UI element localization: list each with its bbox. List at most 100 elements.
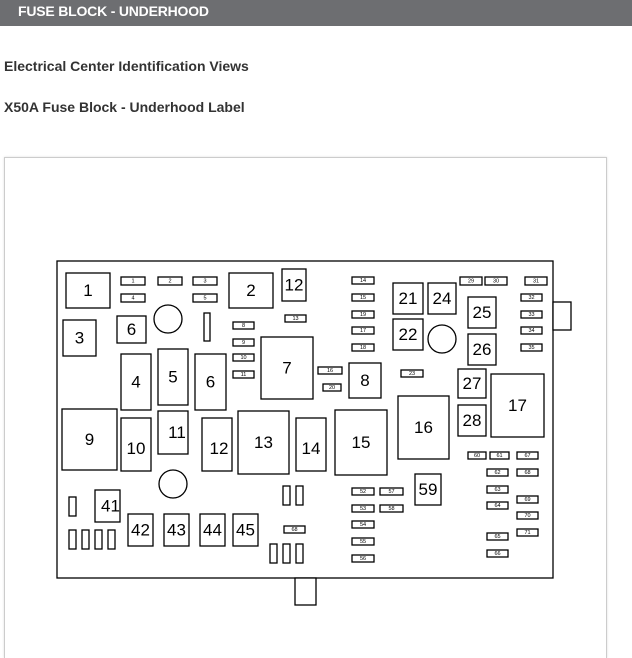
fuse-label-f-8: 8 bbox=[360, 371, 369, 390]
mini-fuse-label-71: 71 bbox=[524, 530, 530, 536]
mini-fuse-33 bbox=[520, 310, 543, 319]
fuse-label-f-43: 43 bbox=[167, 521, 186, 540]
mini-fuse-4 bbox=[120, 293, 146, 303]
mini-fuse-label-8: 8 bbox=[242, 323, 245, 329]
fuse-f-5 bbox=[157, 348, 189, 406]
mini-fuse-53 bbox=[351, 504, 375, 513]
mini-fuse-35 bbox=[520, 343, 543, 352]
fuse-label-f-17: 17 bbox=[508, 396, 527, 415]
mini-fuse-label-32: 32 bbox=[528, 295, 534, 301]
mini-fuse-65 bbox=[486, 532, 509, 541]
mini-fuse-1 bbox=[120, 276, 146, 286]
mini-fuse-label-70: 70 bbox=[524, 513, 530, 519]
mini-fuse-58 bbox=[379, 504, 404, 513]
vertical-mini-fuse bbox=[94, 529, 103, 550]
fuse-label-f-1: 1 bbox=[83, 281, 92, 300]
mini-fuse-label-30: 30 bbox=[493, 279, 499, 285]
fuse-label-f-42: 42 bbox=[131, 521, 150, 540]
mini-fuse-5 bbox=[192, 293, 218, 303]
mini-fuse-31 bbox=[524, 276, 548, 286]
mini-fuse-label-31: 31 bbox=[533, 279, 539, 285]
fuse-label-f-14: 14 bbox=[302, 439, 321, 458]
fuse-f-26 bbox=[467, 333, 497, 366]
mini-fuse-30 bbox=[484, 276, 508, 286]
mini-fuse-label-11: 11 bbox=[241, 372, 247, 378]
fuse-f-42 bbox=[127, 513, 154, 547]
mini-fuse-16 bbox=[317, 366, 343, 375]
mini-fuse-label-61: 61 bbox=[496, 453, 502, 459]
fuse-f-28 bbox=[457, 404, 487, 437]
fuse-label-f-21: 21 bbox=[399, 289, 418, 308]
mini-fuse-60 bbox=[467, 451, 487, 460]
fuse-label-f-15: 15 bbox=[352, 433, 371, 452]
fuse-f-10 bbox=[120, 417, 152, 472]
fuse-label-f-25: 25 bbox=[473, 303, 492, 322]
vertical-mini-fuse bbox=[282, 543, 291, 564]
mini-fuse-label-63: 63 bbox=[494, 487, 500, 493]
mini-fuse-68 bbox=[516, 468, 539, 477]
fuse-f-15 bbox=[334, 409, 388, 476]
mini-fuse-label-64: 64 bbox=[494, 503, 500, 509]
mini-fuse-10 bbox=[232, 353, 255, 362]
mini-fuse-2 bbox=[157, 276, 183, 286]
mini-fuse-label-62: 62 bbox=[494, 470, 500, 476]
mini-fuse-label-4: 4 bbox=[131, 296, 134, 302]
fuse-f-14 bbox=[295, 417, 327, 472]
fuse-f-4 bbox=[120, 353, 152, 411]
fuse-f-43 bbox=[163, 513, 190, 547]
mini-fuse-label-5: 5 bbox=[203, 296, 206, 302]
mini-fuse-label-53: 53 bbox=[360, 506, 366, 512]
mini-fuse-56 bbox=[351, 554, 375, 563]
mini-fuse-label-15: 15 bbox=[360, 295, 366, 301]
fuse-label-f-9: 9 bbox=[85, 430, 94, 449]
mini-fuse-32 bbox=[520, 293, 543, 302]
vertical-mini-fuse bbox=[295, 543, 304, 564]
fuse-f-24 bbox=[427, 282, 457, 315]
fuse-f-3 bbox=[62, 319, 97, 357]
mini-fuse-label-3: 3 bbox=[203, 279, 206, 285]
fuse-f-16 bbox=[397, 395, 450, 460]
mini-fuse-label-65: 65 bbox=[494, 534, 500, 540]
mini-fuse-55 bbox=[351, 537, 375, 546]
fuse-f-59 bbox=[414, 473, 442, 506]
mini-fuse-label-60: 60 bbox=[474, 453, 480, 459]
fuse-f-21 bbox=[392, 282, 424, 315]
mini-fuse-34 bbox=[520, 326, 543, 335]
fuse-label-f-6: 6 bbox=[127, 320, 136, 339]
mini-fuse-label-57: 57 bbox=[388, 489, 394, 495]
vertical-mini-fuse bbox=[81, 529, 90, 550]
fuse-f-12 bbox=[281, 268, 307, 302]
fuse-label-f-2: 2 bbox=[246, 281, 255, 300]
fuse-label-f-16: 16 bbox=[414, 418, 433, 437]
mini-fuse-11 bbox=[232, 370, 255, 379]
fuse-label-f-24: 24 bbox=[433, 289, 452, 308]
fuse-label-f-13: 13 bbox=[254, 433, 273, 452]
mini-fuse-61 bbox=[489, 451, 510, 460]
relay-circle bbox=[158, 469, 188, 499]
mini-fuse-label-68: 68 bbox=[291, 527, 297, 533]
vertical-mini-fuse bbox=[68, 529, 77, 550]
mini-fuse-23 bbox=[400, 369, 424, 378]
fuse-label-f-6: 6 bbox=[206, 373, 215, 392]
fuse-f-12 bbox=[201, 417, 233, 472]
mini-fuse-label-56: 56 bbox=[360, 556, 366, 562]
vertical-mini-fuse bbox=[269, 543, 278, 564]
mini-fuse-62 bbox=[486, 468, 509, 477]
mini-fuse-64 bbox=[486, 501, 509, 510]
mini-fuse-3 bbox=[192, 276, 218, 286]
relay-circle bbox=[427, 324, 457, 354]
bottom-tab bbox=[294, 577, 317, 606]
mini-fuse-label-23: 23 bbox=[409, 371, 415, 377]
mini-fuse-label-67: 67 bbox=[524, 453, 530, 459]
mini-fuse-label-58: 58 bbox=[388, 506, 394, 512]
mini-fuse-13 bbox=[284, 314, 307, 323]
fuse-label-f-5: 5 bbox=[168, 368, 177, 387]
fuse-label-f-3: 3 bbox=[75, 329, 84, 348]
fuse-f-17 bbox=[490, 373, 545, 438]
fuse-label-f-59: 59 bbox=[419, 480, 438, 499]
fuse-f-6 bbox=[194, 353, 227, 411]
mini-fuse-label-33: 33 bbox=[528, 312, 534, 318]
fuse-f-13 bbox=[237, 410, 290, 475]
mini-fuse-69 bbox=[516, 495, 539, 504]
mini-fuse-label-18: 18 bbox=[360, 345, 366, 351]
